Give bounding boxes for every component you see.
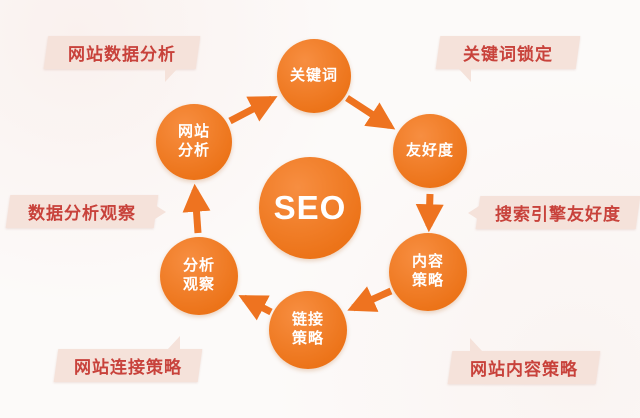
callout-keyword-locking-label: 关键词锁定 (463, 45, 553, 64)
node-content-strategy-label: 内容策略 (411, 253, 444, 289)
callout-tail-right-icon (155, 205, 166, 219)
arrow-site-analysis-to-keywords (228, 95, 278, 125)
callout-tail-up-icon (167, 336, 180, 350)
arrow-link-to-analysis (238, 294, 273, 321)
seo-center-node: SEO (259, 157, 361, 259)
arrow-keywords-to-friendliness (345, 95, 396, 130)
callout-tail-left-icon (468, 206, 479, 220)
node-analysis-observation: 分析观察 (160, 237, 238, 315)
arrow-friendliness-to-content (415, 193, 444, 233)
node-friendliness: 友好度 (393, 114, 467, 188)
node-site-analysis: 网站分析 (156, 104, 232, 180)
arrow-content-to-link (347, 286, 393, 312)
node-content-strategy: 内容策略 (389, 233, 467, 311)
callout-site-content-strategy: 网站内容策略 (450, 338, 598, 384)
node-link-strategy: 链接策略 (269, 291, 347, 369)
node-keywords: 关键词 (277, 39, 351, 113)
seo-center-label: SEO (273, 189, 347, 227)
callout-site-data-analysis-label: 网站数据分析 (68, 45, 176, 64)
callout-tail-up-icon (470, 338, 483, 352)
callout-site-link-strategy: 网站连接策略 (56, 336, 200, 382)
callout-search-engine-friendliness: 搜索引擎友好度 (468, 196, 638, 229)
node-keywords-label: 关键词 (289, 66, 338, 84)
node-friendliness-label: 友好度 (405, 141, 454, 159)
callout-site-data-analysis: 网站数据分析 (46, 36, 198, 82)
callout-data-analysis-observation: 数据分析观察 (8, 195, 166, 228)
callout-site-content-strategy-label: 网站内容策略 (470, 360, 578, 379)
arrow-analysis-to-site-analysis (182, 183, 211, 234)
callout-keyword-locking: 关键词锁定 (438, 36, 578, 82)
callout-site-link-strategy-label: 网站连接策略 (74, 358, 182, 377)
callout-tail-down-icon (165, 68, 178, 82)
node-analysis-observation-label: 分析观察 (182, 257, 215, 293)
callout-tail-down-icon (458, 68, 471, 82)
node-link-strategy-label: 链接策略 (291, 311, 324, 347)
callout-search-engine-friendliness-label: 搜索引擎友好度 (495, 205, 621, 224)
callout-data-analysis-observation-label: 数据分析观察 (28, 204, 136, 223)
node-site-analysis-label: 网站分析 (177, 123, 210, 159)
